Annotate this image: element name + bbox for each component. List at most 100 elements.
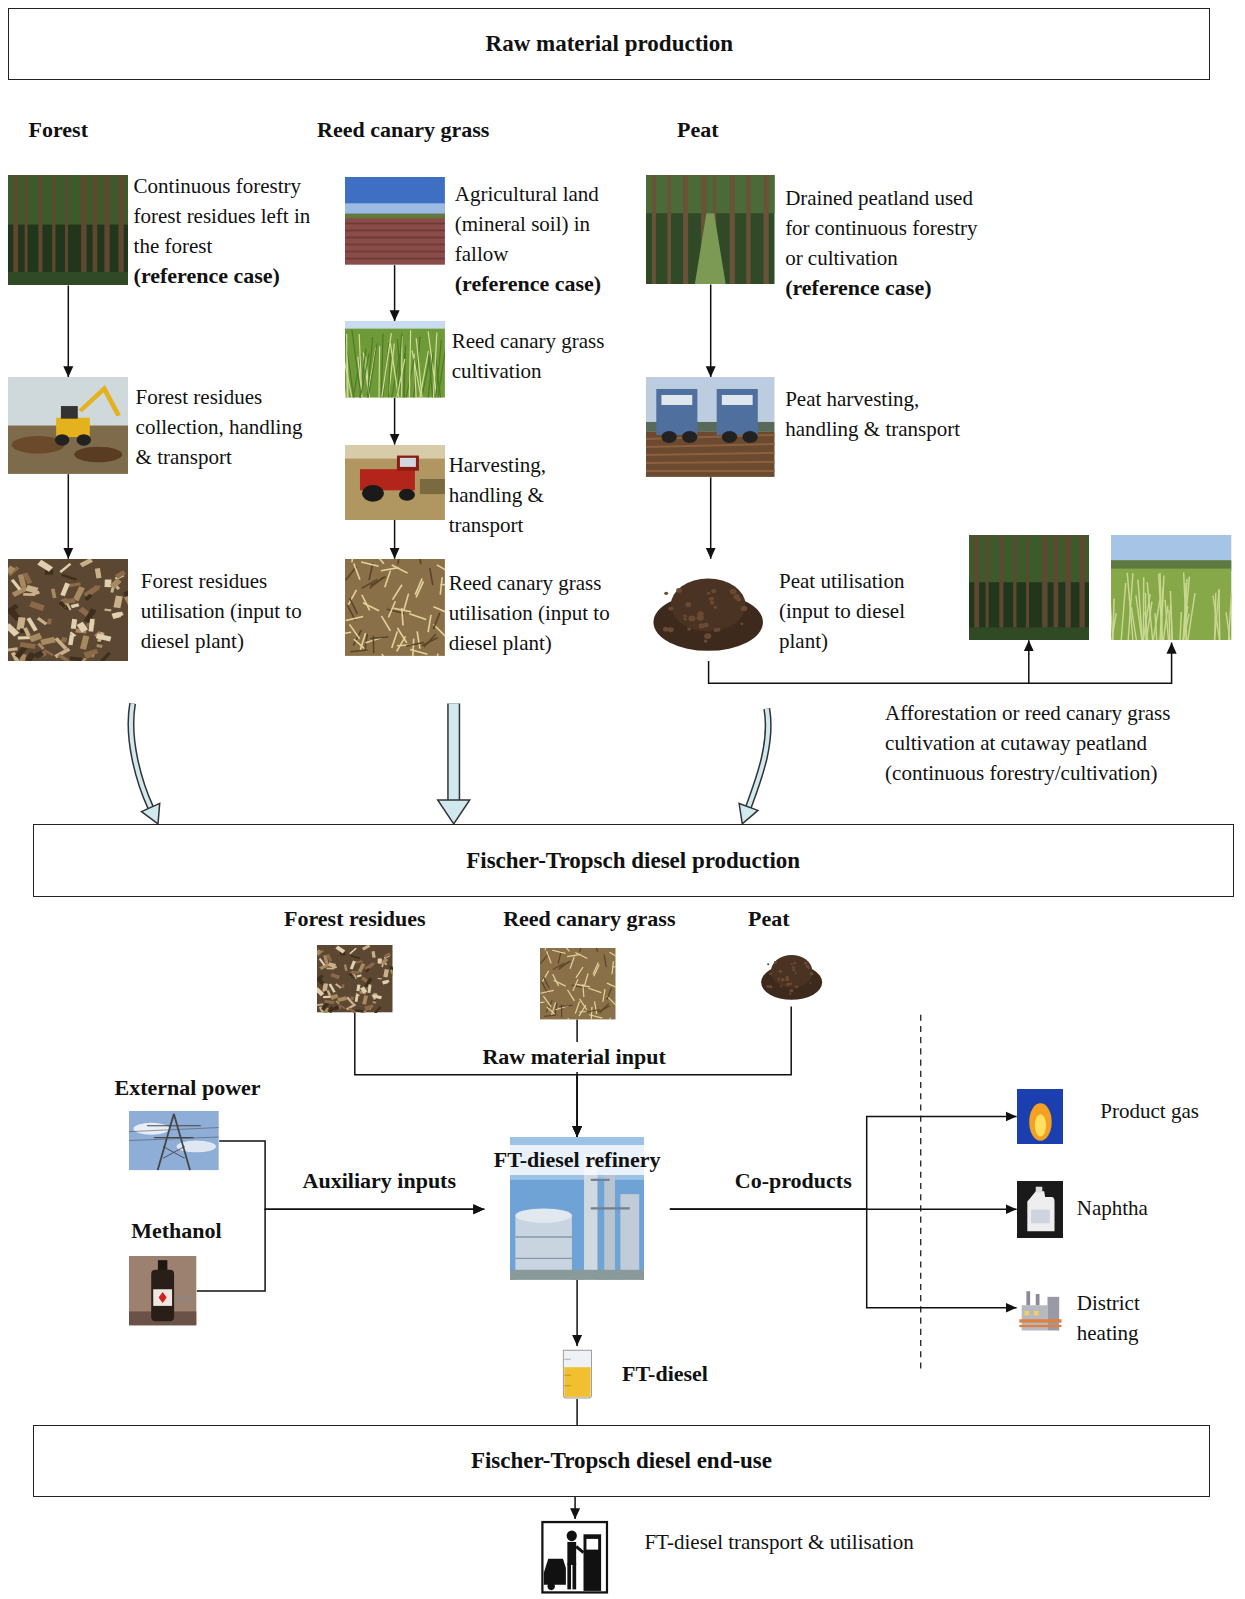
photo-node: Reed canary grass <box>540 948 615 1019</box>
photo-node: FT-diesel <box>554 1346 601 1399</box>
peatforest-picture <box>646 175 775 284</box>
connector <box>575 1497 576 1520</box>
band-box: Raw material production <box>8 8 1210 79</box>
connector <box>438 704 470 824</box>
node-caption: FT-diesel transport & utilisation <box>644 1527 1031 1557</box>
photo-node: Afforestation or reed canary grass culti… <box>969 535 1232 640</box>
band-box: Fischer-Tropsch diesel production <box>33 824 1234 897</box>
caption: Drained peatland used for continuous for… <box>785 183 994 303</box>
pile-picture <box>646 559 770 661</box>
node-caption: (reference case) <box>455 269 639 299</box>
photo-node: Peat utilisation (input to diesel plant) <box>646 559 770 661</box>
photo-node: Drained peatland used for continuous for… <box>646 175 774 284</box>
band-title: Fischer-Tropsch diesel end-use <box>471 1446 772 1476</box>
caption: Forest residues collection, handling & t… <box>136 382 304 472</box>
node-heading: Methanol <box>131 1216 221 1246</box>
connector <box>577 1399 578 1426</box>
caption: FT-diesel <box>622 1359 765 1389</box>
heading: External power <box>115 1073 261 1103</box>
connector <box>394 520 395 559</box>
caption: Harvesting, handling & transport <box>449 450 582 540</box>
photo-node: District heating <box>1017 1280 1064 1336</box>
dashed-divider <box>920 1015 921 1372</box>
photo-node: Methanol <box>129 1256 196 1325</box>
inner-heading: FT-diesel refinery <box>484 1145 670 1175</box>
caption: Agricultural land (mineral soil) in fall… <box>455 179 639 299</box>
column-heading: Peat <box>677 115 719 145</box>
node-caption: District heating <box>1077 1288 1179 1348</box>
straw-picture <box>540 948 616 1019</box>
photo-node: Peat harvesting, handling & transport <box>646 377 774 477</box>
node-heading: Reed canary grass <box>503 904 675 934</box>
photo-node: Agricultural land (mineral soil) in fall… <box>345 177 445 265</box>
connector <box>197 1209 485 1291</box>
photo-node: Continuous forestry forest residues left… <box>8 175 128 285</box>
node-heading: Forest residues <box>284 904 426 934</box>
chips-picture <box>8 559 128 661</box>
straw-picture <box>345 559 445 656</box>
photo-node: Forest residues <box>317 945 392 1012</box>
connector <box>68 286 69 378</box>
node-caption: Forest residues collection, handling & t… <box>136 382 304 472</box>
caption: Reed canary grass utilisation (input to … <box>449 568 638 658</box>
column-heading: Reed canary grass <box>317 115 489 145</box>
connector <box>394 398 395 445</box>
node-caption: Reed canary grass cultivation <box>452 326 630 386</box>
node-caption: Harvesting, handling & transport <box>449 450 582 540</box>
connector <box>355 1013 577 1137</box>
forest-picture <box>969 535 1089 640</box>
node-heading: Peat <box>748 904 790 934</box>
factory-picture <box>1017 1280 1064 1336</box>
node-caption: Continuous forestry forest residues left… <box>134 171 333 261</box>
connector <box>739 709 768 824</box>
photo-node: Forest residues collection, handling & t… <box>8 377 128 474</box>
photo-node: Reed canary grass cultivation <box>345 321 445 397</box>
caption: Reed canary grass cultivation <box>452 326 630 386</box>
flame-picture <box>1017 1089 1064 1144</box>
tractor-picture <box>345 445 445 521</box>
pile-picture <box>757 943 826 1006</box>
photo-node: FT-diesel transport & utilisation <box>538 1519 611 1595</box>
photo-node: Harvesting, handling & transport <box>345 445 445 520</box>
heading: Forest residues <box>284 904 426 934</box>
node-caption: Agricultural land (mineral soil) in fall… <box>455 179 639 269</box>
node-caption: (reference case) <box>134 261 333 291</box>
connector <box>710 285 711 378</box>
grass-picture <box>345 321 445 398</box>
meadow-picture <box>1111 535 1231 640</box>
caption: Forest residues utilisation (input to di… <box>141 566 309 656</box>
node-caption: Forest residues utilisation (input to di… <box>141 566 309 656</box>
chips-picture <box>317 945 393 1012</box>
edge-label: Raw material input <box>479 1042 668 1072</box>
caption: Continuous forestry forest residues left… <box>134 171 333 291</box>
machine-picture <box>8 377 128 474</box>
jug-picture <box>1017 1181 1064 1238</box>
connector <box>131 704 160 824</box>
edge-label: Auxiliary inputs <box>300 1166 459 1196</box>
connector <box>670 1117 1017 1210</box>
node-caption: Peat harvesting, handling & transport <box>785 384 963 444</box>
connector <box>219 1141 484 1209</box>
field-picture <box>345 177 445 265</box>
caption: District heating <box>1077 1288 1179 1348</box>
connector <box>670 1209 1017 1307</box>
connector <box>394 265 395 321</box>
caption: Peat harvesting, handling & transport <box>785 384 963 444</box>
beaker-picture <box>554 1346 601 1399</box>
caption: Product gas <box>1100 1096 1238 1126</box>
peatharvest-picture <box>646 377 775 477</box>
connector <box>577 1280 578 1346</box>
column-heading: Forest <box>29 115 88 145</box>
node-heading: FT-diesel refinery <box>490 1145 665 1175</box>
photo-node: Naphtha <box>1017 1181 1064 1238</box>
node-heading: External power <box>115 1073 261 1103</box>
forest-picture <box>8 175 128 285</box>
node-caption: FT-diesel <box>622 1359 765 1389</box>
caption: Naphtha <box>1077 1193 1210 1223</box>
methanol-picture <box>129 1256 196 1325</box>
band-box: Fischer-Tropsch diesel end-use <box>33 1425 1211 1496</box>
caption: FT-diesel transport & utilisation <box>644 1527 1031 1557</box>
heading: Reed canary grass <box>503 904 675 934</box>
edge-label: Co-products <box>732 1166 855 1196</box>
